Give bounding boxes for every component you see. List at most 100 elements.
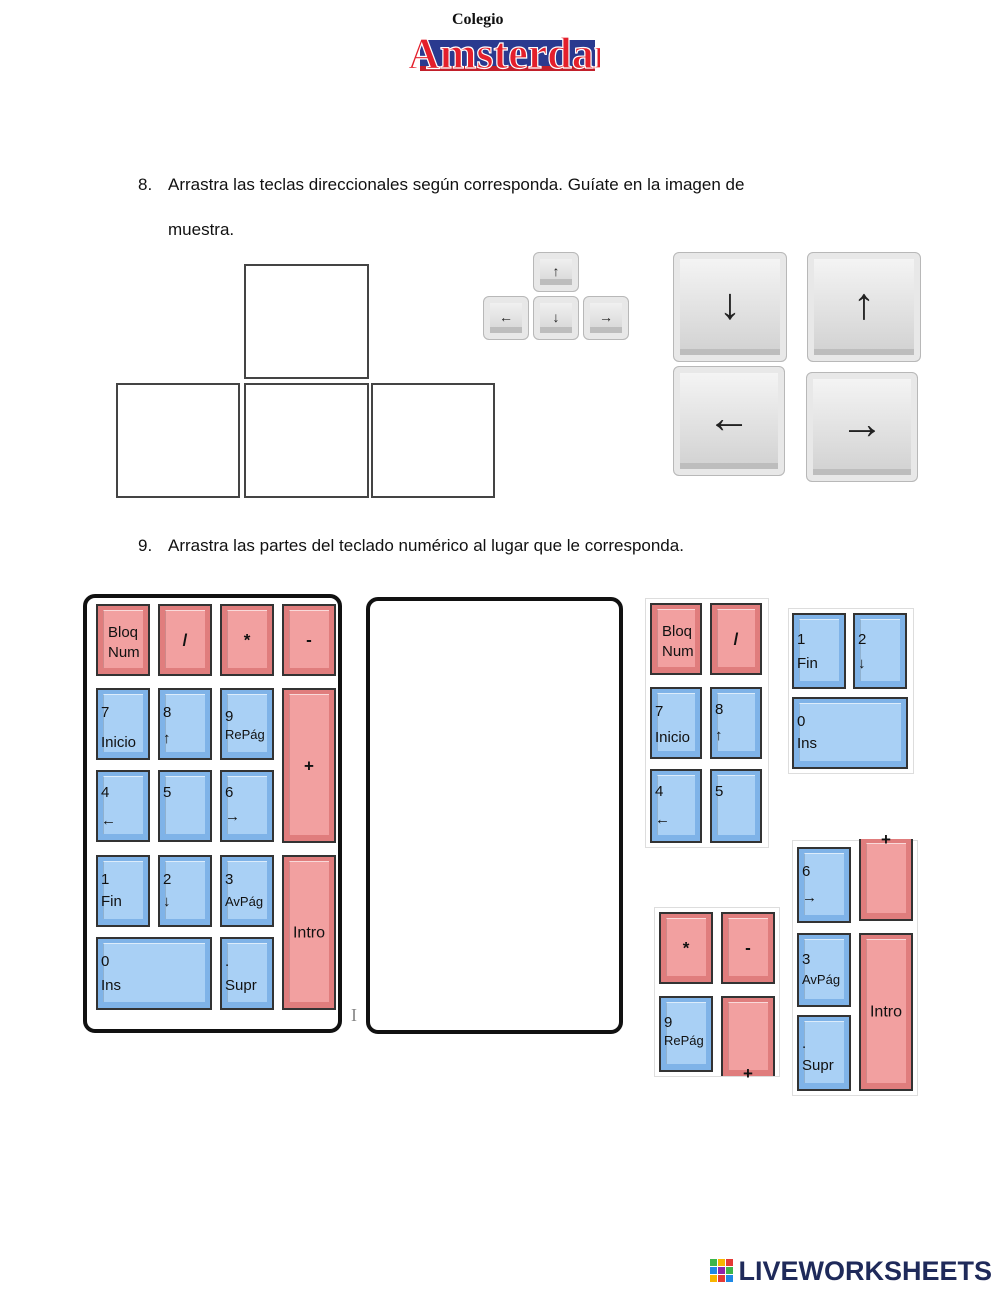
key-bloq-num: Bloq Num — [96, 604, 150, 676]
key-star: * — [659, 912, 713, 984]
key-label: . — [802, 1035, 807, 1052]
drop-box-up[interactable] — [244, 264, 369, 379]
key-label: 7 — [655, 703, 664, 720]
key-4: 4 ← — [96, 770, 150, 842]
key-9: 9 RePág — [659, 996, 713, 1072]
text-cursor: I — [351, 1005, 357, 1025]
key-label: 0 — [101, 953, 110, 970]
key-label: Intro — [869, 1003, 902, 1021]
key-2: 2 ↓ — [158, 855, 212, 927]
key-label: ↑ — [715, 727, 723, 744]
key-6: 6 → — [220, 770, 274, 842]
draggable-down-key[interactable]: ↓ — [673, 252, 787, 362]
key-9: 9 RePág — [220, 688, 274, 760]
key-label: - — [745, 938, 751, 958]
key-label: → — [225, 808, 240, 825]
key-4: 4 ← — [650, 769, 702, 843]
key-slash: / — [158, 604, 212, 676]
key-label: Fin — [101, 893, 122, 910]
key-6: 6 → — [797, 847, 851, 923]
key-label: / — [733, 629, 739, 649]
key-5: 5 — [710, 769, 762, 843]
question-8-line2: muestra. — [168, 220, 235, 239]
down-arrow-icon: ↓ — [552, 309, 560, 326]
key-label: ← — [101, 812, 116, 829]
key-label: 1 — [101, 871, 110, 888]
sample-down-key: ↓ — [533, 296, 579, 340]
key-label: * — [243, 630, 251, 650]
key-label: 4 — [101, 784, 110, 801]
school-logo: Colegio Amsterdam — [400, 2, 631, 82]
key-label: 1 — [797, 631, 806, 648]
key-label: + — [304, 756, 314, 775]
liveworksheets-logo-icon — [710, 1258, 734, 1283]
key-label: Inicio — [655, 729, 691, 746]
key-label: RePág — [225, 727, 265, 742]
key-star: * — [220, 604, 274, 676]
key-intro: Intro — [859, 933, 913, 1091]
key-label: 5 — [715, 783, 724, 800]
key-label: / — [182, 630, 188, 650]
left-arrow-icon: ← — [707, 393, 751, 443]
key-7: 7 Inicio — [650, 687, 702, 759]
key-label: 9 — [664, 1014, 673, 1031]
key-label: + — [881, 830, 891, 849]
draggable-up-key[interactable]: ↑ — [807, 252, 921, 362]
key-minus: - — [721, 912, 775, 984]
key-label: 6 — [225, 784, 234, 801]
liveworksheets-brand: LIVEWORKSHEETS — [710, 1256, 992, 1287]
key-label: 4 — [655, 783, 664, 800]
key-label: Ins — [797, 735, 818, 752]
numpad-drop-area[interactable] — [366, 597, 623, 1034]
key-label: ↓ — [163, 893, 171, 910]
key-label: . — [225, 953, 230, 970]
key-label: 8 — [715, 701, 724, 718]
sample-right-key: → — [583, 296, 629, 340]
key-minus: - — [282, 604, 336, 676]
key-1: 1 Fin — [96, 855, 150, 927]
draggable-left-key[interactable]: ← — [673, 366, 785, 476]
drop-box-left[interactable] — [116, 383, 240, 498]
key-5: 5 — [158, 770, 212, 842]
key-label: Supr — [802, 1057, 834, 1074]
draggable-piece-bottom-right[interactable]: 6 → + 3 AvPág Intro . Supr — [792, 831, 918, 1096]
key-label: Bloq — [662, 623, 693, 640]
key-label: 0 — [797, 713, 806, 730]
key-3: 3 AvPág — [220, 855, 274, 927]
drop-box-right[interactable] — [371, 383, 495, 498]
question-8: 8. Arrastra las teclas direccionales seg… — [138, 175, 858, 245]
key-label: Supr — [225, 977, 257, 994]
logo-small-text: Colegio — [452, 11, 504, 28]
question-9: 9. Arrastra las partes del teclado numér… — [138, 536, 858, 560]
liveworksheets-text: LIVEWORKSHEETS — [738, 1256, 992, 1286]
key-dot: . Supr — [797, 1015, 851, 1091]
sample-up-key: ↑ — [533, 252, 579, 292]
draggable-piece-top-left[interactable]: Bloq Num / 7 Inicio 8 ↑ 4 ← 5 — [645, 598, 769, 848]
key-dot: . Supr — [220, 937, 274, 1010]
key-label: 3 — [802, 951, 811, 968]
key-label: AvPág — [225, 894, 264, 909]
key-label: 8 — [163, 704, 172, 721]
up-arrow-icon: ↑ — [552, 263, 560, 280]
key-label: Intro — [292, 924, 325, 941]
question-8-number: 8. — [138, 175, 153, 194]
key-bloq-num: Bloq Num — [650, 603, 702, 675]
key-plus-partial: + — [859, 831, 913, 921]
key-label: → — [802, 889, 817, 906]
key-label: 3 — [225, 871, 234, 888]
draggable-right-key[interactable]: → — [806, 372, 918, 482]
key-label: ← — [655, 811, 670, 828]
key-plus: + — [282, 688, 336, 843]
key-label: Fin — [797, 655, 818, 672]
key-2: 2 ↓ — [853, 613, 907, 689]
key-label: 9 — [225, 708, 234, 725]
key-label: - — [306, 630, 312, 650]
key-label: Num — [108, 644, 140, 661]
question-9-number: 9. — [138, 536, 153, 555]
key-label: 2 — [858, 631, 867, 648]
draggable-piece-top-right[interactable]: * - 9 RePág + — [654, 907, 780, 1082]
logo-big-text: Amsterdam — [408, 29, 600, 78]
drop-box-down[interactable] — [244, 383, 369, 498]
key-label: Num — [662, 643, 694, 660]
draggable-piece-bottom-left[interactable]: 1 Fin 2 ↓ 0 Ins — [788, 608, 914, 774]
